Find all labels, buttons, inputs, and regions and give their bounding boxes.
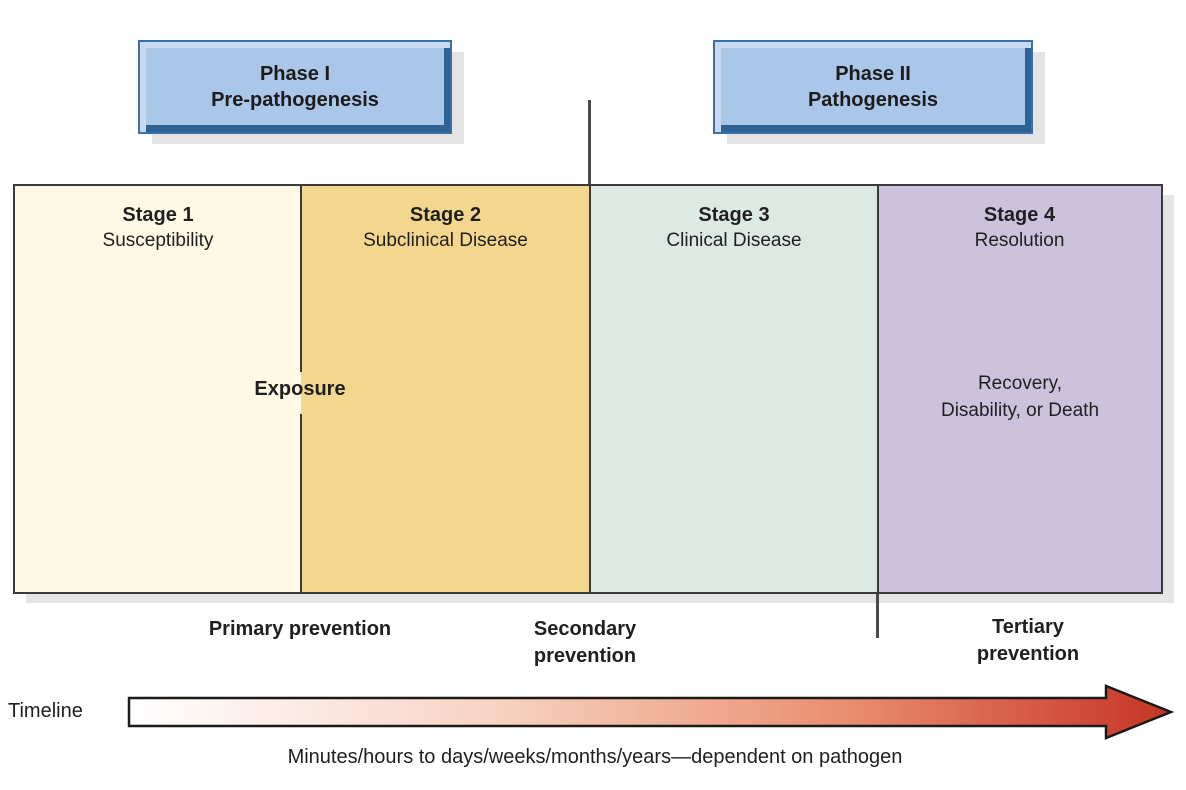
tertiary-prevention-label: Tertiary prevention bbox=[918, 614, 1138, 668]
timeline-arrow-shape bbox=[127, 684, 1175, 740]
tertiary-prevention-line-2: prevention bbox=[976, 643, 1080, 665]
phase-2-title: Phase II bbox=[835, 63, 911, 85]
stage-1-2-divider-upper bbox=[300, 186, 302, 372]
timeline-arrow-icon bbox=[127, 684, 1175, 742]
phase-boundary-line bbox=[588, 100, 591, 184]
stage-1-subtitle: Susceptibility bbox=[102, 230, 214, 251]
outcome-line-2: Disability, or Death bbox=[940, 400, 1100, 421]
phase-1-subtitle: Pre-pathogenesis bbox=[211, 89, 379, 111]
stage-3-block: Stage 3 Clinical Disease bbox=[590, 186, 878, 592]
exposure-label: Exposure bbox=[254, 378, 346, 400]
stage-1-2-divider-lower bbox=[300, 414, 302, 592]
secondary-prevention-label: Secondary prevention bbox=[475, 616, 695, 670]
stage-4-title: Stage 4 bbox=[983, 204, 1056, 226]
stage-4-block: Stage 4 Resolution bbox=[878, 186, 1161, 592]
primary-prevention-label: Primary prevention bbox=[140, 616, 460, 643]
secondary-prevention-line-2: prevention bbox=[533, 645, 637, 667]
primary-prevention-line-1: Primary prevention bbox=[208, 618, 392, 640]
stage-2-block: Stage 2 Subclinical Disease bbox=[301, 186, 590, 592]
timeline-caption: Minutes/hours to days/weeks/months/years… bbox=[287, 746, 903, 768]
stage-4-subtitle: Resolution bbox=[974, 230, 1065, 251]
phase-2-banner: Phase II Pathogenesis bbox=[713, 40, 1033, 134]
phase-1-title: Phase I bbox=[259, 63, 331, 85]
stage-1-block: Stage 1 Susceptibility bbox=[15, 186, 301, 592]
stage-box: Stage 1 Susceptibility Stage 2 Subclinic… bbox=[13, 184, 1163, 594]
phase-2-subtitle: Pathogenesis bbox=[807, 89, 939, 111]
stage-2-subtitle: Subclinical Disease bbox=[363, 230, 528, 251]
tertiary-boundary-line bbox=[876, 594, 879, 638]
stage-3-subtitle: Clinical Disease bbox=[666, 230, 802, 251]
stage-1-title: Stage 1 bbox=[122, 204, 194, 226]
stage-3-4-divider bbox=[877, 186, 879, 592]
secondary-prevention-line-1: Secondary bbox=[533, 618, 637, 640]
stage-2-title: Stage 2 bbox=[409, 204, 482, 226]
tertiary-prevention-line-1: Tertiary bbox=[992, 616, 1064, 638]
stage-3-title: Stage 3 bbox=[698, 204, 770, 226]
outcome-line-1: Recovery, bbox=[977, 373, 1063, 394]
timeline-label: Timeline bbox=[8, 700, 83, 722]
stage-2-3-divider bbox=[589, 186, 591, 592]
phase-1-banner: Phase I Pre-pathogenesis bbox=[138, 40, 452, 134]
outcome-label: Recovery, Disability, or Death bbox=[888, 370, 1152, 424]
